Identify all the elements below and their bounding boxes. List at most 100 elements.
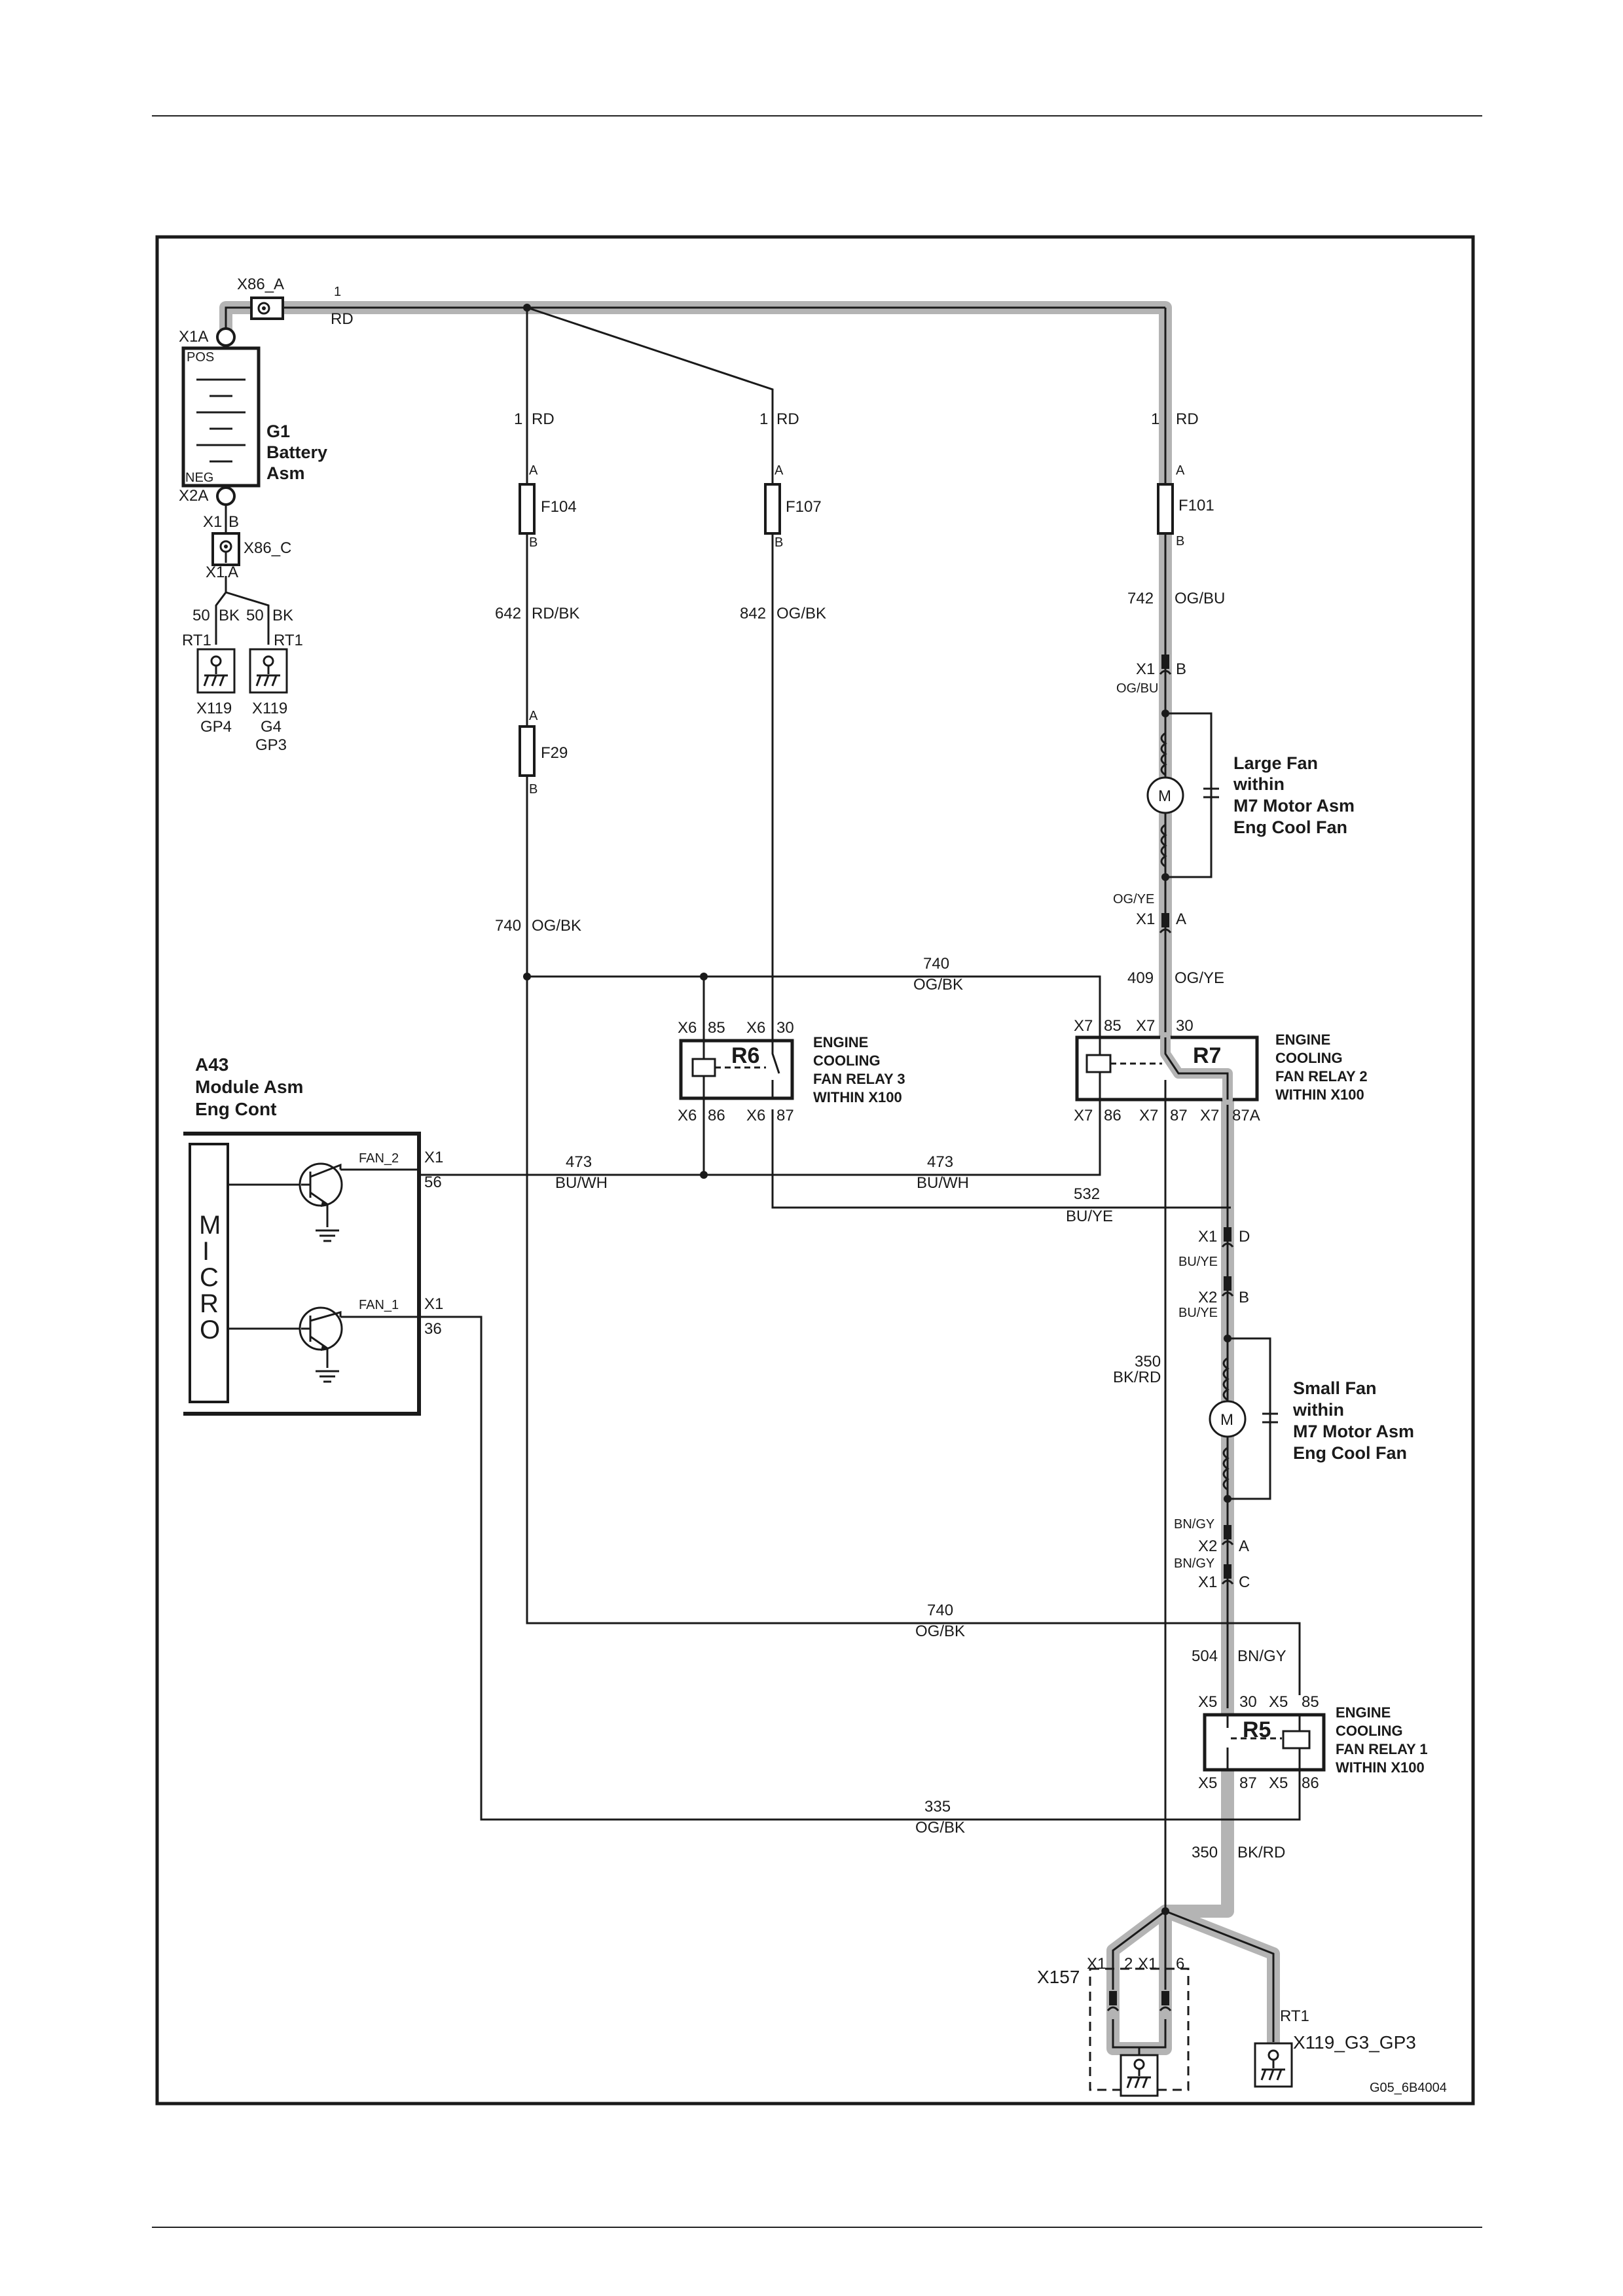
label-473b-n: 473 (927, 1153, 953, 1171)
label-504-n: 504 (1192, 1647, 1218, 1665)
label-r5-85: 85 (1302, 1693, 1319, 1711)
label-lf-1: Large Fan (1233, 753, 1318, 773)
label-lf-x1: X1 (1136, 660, 1155, 678)
label-sf-c4: BN/GY (1174, 1556, 1214, 1571)
label-r6-l4: WITHIN X100 (813, 1089, 902, 1105)
label-740b-c: OG/BK (915, 1623, 965, 1640)
label-f101-color: RD (1176, 410, 1199, 428)
label-ecm-56: 56 (424, 1174, 442, 1191)
label-r5-l4: WITHIN X100 (1336, 1759, 1425, 1776)
label-350a-c: BK/RD (1113, 1369, 1161, 1386)
figure-id: G05_6B4004 (1370, 2081, 1447, 2095)
battery-terminal-x86a (250, 296, 284, 320)
label-r7-l2: COOLING (1275, 1050, 1343, 1066)
label-lf-m: M (1158, 787, 1171, 805)
label-r6-86: 86 (708, 1107, 725, 1124)
label-f101: F101 (1178, 497, 1214, 514)
label-f107-a: A (775, 463, 784, 478)
label-gnd1-color: BK (219, 607, 240, 624)
label-r6-30: 30 (776, 1019, 794, 1037)
label-473a-n: 473 (566, 1153, 592, 1171)
label-f101-out: 742 (1127, 590, 1154, 607)
label-micro-5: O (200, 1316, 220, 1344)
label-top-color: RD (331, 310, 354, 328)
label-r5-l1: ENGINE (1336, 1704, 1391, 1721)
label-sf-2: within (1292, 1400, 1344, 1420)
label-x86a: X86_A (237, 276, 284, 293)
label-r7-x7a: X7 (1074, 1017, 1093, 1035)
highlight-path (219, 301, 1280, 2055)
label-f101-outc: OG/BU (1175, 590, 1225, 607)
label-r7-l1: ENGINE (1275, 1031, 1330, 1048)
label-r5-x5b: X5 (1269, 1693, 1288, 1711)
label-504-c: BN/GY (1237, 1647, 1286, 1665)
label-neg: NEG (185, 471, 213, 485)
label-gnd1-x119: X119 (196, 700, 232, 717)
label-532-n: 532 (1074, 1185, 1100, 1203)
label-top-circuit: 1 (334, 285, 341, 299)
label-f104-out: 642 (495, 605, 521, 622)
label-gnd2-wire: 50 (246, 607, 264, 624)
label-r6-x6d: X6 (746, 1107, 765, 1124)
label-f29-a: A (529, 709, 538, 723)
label-sf-a: A (1239, 1537, 1249, 1555)
label-bus740-c: OG/BK (913, 976, 963, 994)
label-bat-x1-2: X1 (206, 564, 225, 581)
label-sf-x2b: X2 (1198, 1537, 1217, 1555)
label-r6-l1: ENGINE (813, 1034, 868, 1050)
ground-x157 (1089, 1967, 1190, 2097)
label-bat-b: B (228, 513, 239, 531)
label-bus740-n: 740 (923, 955, 949, 973)
label-r7-x7e: X7 (1200, 1107, 1219, 1124)
ground-symbol-gp4 (196, 648, 236, 694)
label-pos: POS (187, 350, 214, 365)
label-gnd-2: 2 (1124, 1955, 1133, 1973)
label-r5-l2: COOLING (1336, 1723, 1403, 1739)
label-f104-color: RD (532, 410, 555, 428)
label-r7-87: 87 (1170, 1107, 1188, 1124)
label-sf-3: M7 Motor Asm (1293, 1422, 1414, 1441)
label-micro-2: I (202, 1237, 210, 1266)
fuse-f104 (519, 483, 536, 535)
label-lf-outc: OG/YE (1175, 969, 1224, 987)
wires (215, 306, 1301, 2055)
label-r7-l3: FAN RELAY 2 (1275, 1068, 1368, 1085)
label-bat-x1: X1 (203, 513, 222, 531)
label-lf-out: 409 (1127, 969, 1154, 987)
label-sf-m: M (1220, 1411, 1233, 1429)
label-f29-out: 740 (495, 917, 521, 935)
page-rule-bottom (152, 2227, 1482, 2228)
label-f101-a: A (1176, 463, 1185, 478)
connector-pins (1106, 655, 1234, 2011)
label-x157: X157 (1037, 1967, 1080, 1987)
label-fan2: FAN_2 (359, 1151, 399, 1166)
label-f107-b: B (775, 535, 783, 550)
label-f107: F107 (786, 498, 822, 516)
label-r7-85: 85 (1104, 1017, 1122, 1035)
fuse-f101 (1157, 483, 1174, 535)
label-sf-x1: X1 (1198, 1228, 1217, 1246)
label-f29: F29 (541, 744, 568, 762)
label-micro-1: M (199, 1211, 221, 1240)
label-f104-circuit: 1 (514, 410, 522, 428)
label-gnd2-g4: G4 (261, 718, 282, 736)
label-r5: R5 (1243, 1717, 1271, 1742)
label-gnd2-rt: RT1 (274, 632, 303, 649)
label-ecm-36: 36 (424, 1320, 442, 1338)
label-g1: G1 (266, 422, 290, 441)
label-f107-outc: OG/BK (776, 605, 826, 622)
label-r6-l3: FAN RELAY 3 (813, 1071, 905, 1087)
label-gnd1-rt: RT1 (182, 632, 211, 649)
junction-dots (523, 304, 1231, 1915)
fuse-f29 (519, 725, 536, 777)
label-740b-n: 740 (927, 1602, 953, 1619)
label-lf-2: within (1233, 774, 1285, 794)
label-r5-30: 30 (1239, 1693, 1257, 1711)
label-fan1: FAN_1 (359, 1298, 399, 1312)
label-r7-86: 86 (1104, 1107, 1122, 1124)
label-r5-x5c: X5 (1198, 1774, 1217, 1792)
large-fan-motor (1146, 732, 1219, 868)
label-r5-86: 86 (1302, 1774, 1319, 1792)
label-r7-l4: WITHIN X100 (1275, 1086, 1364, 1103)
